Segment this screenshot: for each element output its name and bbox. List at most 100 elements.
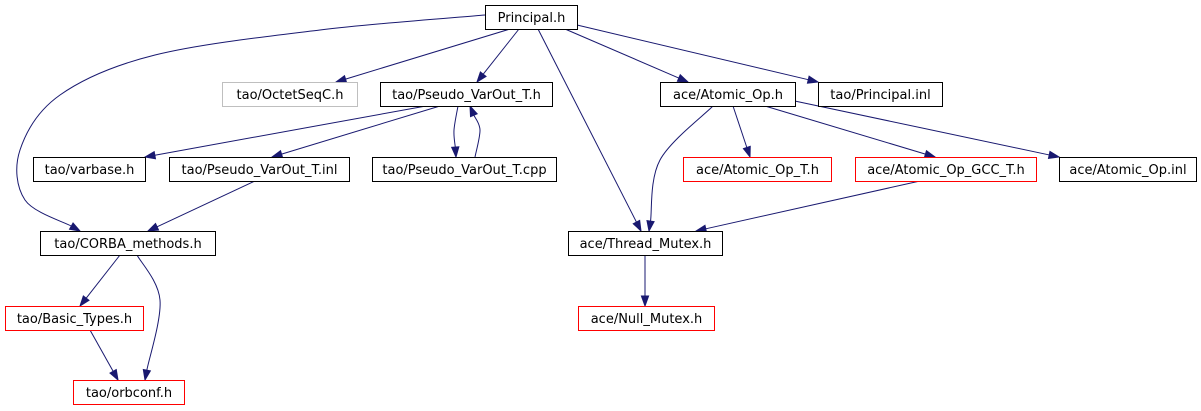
nodes-layer: Principal.h tao/OctetSeqC.h tao/Pseudo_Var… — [5, 5, 1197, 405]
arrowhead-icon — [146, 222, 160, 232]
edge-line — [89, 329, 114, 372]
edge-line — [732, 105, 748, 148]
edges-layer — [16, 14, 1061, 382]
node-label: ace/Atomic_Op_GCC_T.h — [867, 163, 1025, 178]
edge-atomic_op_h-to-atomic_op_t_h — [732, 105, 751, 159]
arrowhead-icon — [109, 368, 119, 382]
node-label: Principal.h — [498, 11, 566, 26]
node-box — [683, 157, 832, 182]
node-label: ace/Atomic_Op.inl — [1069, 163, 1186, 178]
arrowhead-icon — [143, 150, 157, 160]
edge-principal_h-to-principal_inl — [576, 24, 820, 84]
node-label: tao/Pseudo_VarOut_T.h — [392, 88, 541, 103]
node-atomic-op-inl[interactable]: ace/Atomic_Op.inl — [1059, 157, 1197, 182]
arrowhead-icon — [806, 75, 820, 84]
node-box — [380, 82, 553, 107]
node-label: tao/Principal.inl — [830, 88, 930, 103]
edge-line — [85, 254, 121, 299]
node-varbase-h[interactable]: tao/varbase.h — [33, 157, 146, 182]
edge-principal_h-to-pseudo_varout_t_h — [476, 28, 520, 84]
edge-thread_mutex_h-to-null_mutex_h — [640, 255, 650, 308]
node-label: tao/CORBA_methods.h — [54, 237, 201, 252]
arrowhead-icon — [632, 219, 642, 233]
edge-basic_types_h-to-orbconf_h — [89, 329, 119, 382]
arrowhead-icon — [742, 145, 751, 159]
node-atomic-op-h[interactable]: ace/Atomic_Op.h — [660, 82, 796, 107]
node-box — [568, 231, 723, 256]
edge-line — [345, 28, 511, 80]
node-box — [660, 82, 796, 107]
edge-line — [705, 180, 921, 230]
edge-line — [16, 14, 486, 227]
edge-corba_methods_h-to-basic_types_h — [79, 254, 121, 308]
edge-corba_methods_h-to-orbconf_h — [136, 254, 161, 382]
arrowhead-icon — [334, 74, 348, 84]
edge-line — [281, 105, 441, 155]
arrowhead-icon — [79, 295, 90, 308]
node-box — [1059, 157, 1197, 182]
edge-atomic_op_h-to-atomic_op_inl — [789, 99, 1061, 160]
arrowhead-icon — [676, 73, 690, 83]
edge-principal_h-to-atomic_op_h — [564, 28, 690, 83]
node-principal-h[interactable]: Principal.h — [485, 5, 578, 30]
node-box — [169, 157, 350, 182]
edge-pseudo_varout_t_inl-to-corba_methods_h — [146, 180, 256, 232]
node-label: tao/OctetSeqC.h — [237, 88, 344, 103]
node-box — [73, 380, 185, 405]
node-label: tao/orbconf.h — [86, 386, 172, 401]
edge-line — [156, 180, 256, 228]
edge-principal_h-to-corba_methods_h — [16, 14, 486, 232]
edge-line — [136, 254, 161, 371]
edge-atomic_op_h-to-atomic_op_gcc_t_h — [764, 105, 937, 159]
arrowhead-icon — [1047, 150, 1061, 160]
arrowhead-icon — [270, 149, 284, 159]
node-box — [40, 231, 216, 256]
edge-line — [473, 115, 481, 158]
node-box — [818, 82, 943, 107]
edge-line — [482, 28, 520, 75]
edge-pseudo_varout_t_cpp-to-pseudo_varout_t_h — [469, 104, 481, 158]
node-thread-mutex-h[interactable]: ace/Thread_Mutex.h — [568, 231, 723, 256]
node-atomic-op-t-h[interactable]: ace/Atomic_Op_T.h — [683, 157, 832, 182]
node-pseudo-varout-t-inl[interactable]: tao/Pseudo_VarOut_T.inl — [169, 157, 350, 182]
node-atomic-op-gcc-t-h[interactable]: ace/Atomic_Op_GCC_T.h — [855, 157, 1037, 182]
node-box — [855, 157, 1037, 182]
node-label: ace/Atomic_Op.h — [673, 88, 783, 103]
node-label: tao/Basic_Types.h — [17, 312, 132, 327]
arrowhead-icon — [450, 146, 460, 159]
node-pseudo-varout-t-h[interactable]: tao/Pseudo_VarOut_T.h — [380, 82, 553, 107]
edge-line — [764, 105, 926, 155]
arrowhead-icon — [142, 368, 152, 382]
edge-line — [537, 28, 637, 223]
node-label: ace/Null_Mutex.h — [591, 312, 703, 327]
node-label: ace/Thread_Mutex.h — [580, 237, 712, 252]
node-label: tao/Pseudo_VarOut_T.inl — [182, 163, 338, 178]
node-label: tao/Pseudo_VarOut_T.cpp — [382, 163, 546, 178]
edge-line — [453, 105, 459, 148]
node-corba-methods-h[interactable]: tao/CORBA_methods.h — [40, 231, 216, 256]
node-box — [578, 306, 715, 331]
edge-line — [789, 99, 1050, 156]
arrowhead-icon — [469, 104, 479, 118]
node-label: ace/Atomic_Op_T.h — [696, 163, 819, 178]
node-label: tao/varbase.h — [45, 163, 135, 178]
edge-atomic_op_h-to-thread_mutex_h — [646, 105, 714, 233]
node-octetseqc-h[interactable]: tao/OctetSeqC.h — [222, 82, 358, 107]
edge-line — [154, 105, 427, 156]
edge-principal_h-to-thread_mutex_h — [537, 28, 642, 233]
arrowhead-icon — [646, 219, 655, 233]
edge-pseudo_varout_t_h-to-pseudo_varout_t_cpp — [450, 105, 460, 159]
node-box — [372, 157, 557, 182]
arrowhead-icon — [923, 149, 937, 159]
node-null-mutex-h[interactable]: ace/Null_Mutex.h — [578, 306, 715, 331]
node-basic-types-h[interactable]: tao/Basic_Types.h — [5, 306, 144, 331]
node-pseudo-varout-t-cpp[interactable]: tao/Pseudo_VarOut_T.cpp — [372, 157, 557, 182]
node-box — [485, 5, 578, 30]
node-orbconf-h[interactable]: tao/orbconf.h — [73, 380, 185, 405]
edge-atomic_op_gcc_t_h-to-thread_mutex_h — [694, 180, 921, 233]
node-principal-inl[interactable]: tao/Principal.inl — [818, 82, 943, 107]
arrowhead-icon — [68, 222, 82, 232]
arrowhead-icon — [476, 71, 487, 84]
node-box — [5, 306, 144, 331]
